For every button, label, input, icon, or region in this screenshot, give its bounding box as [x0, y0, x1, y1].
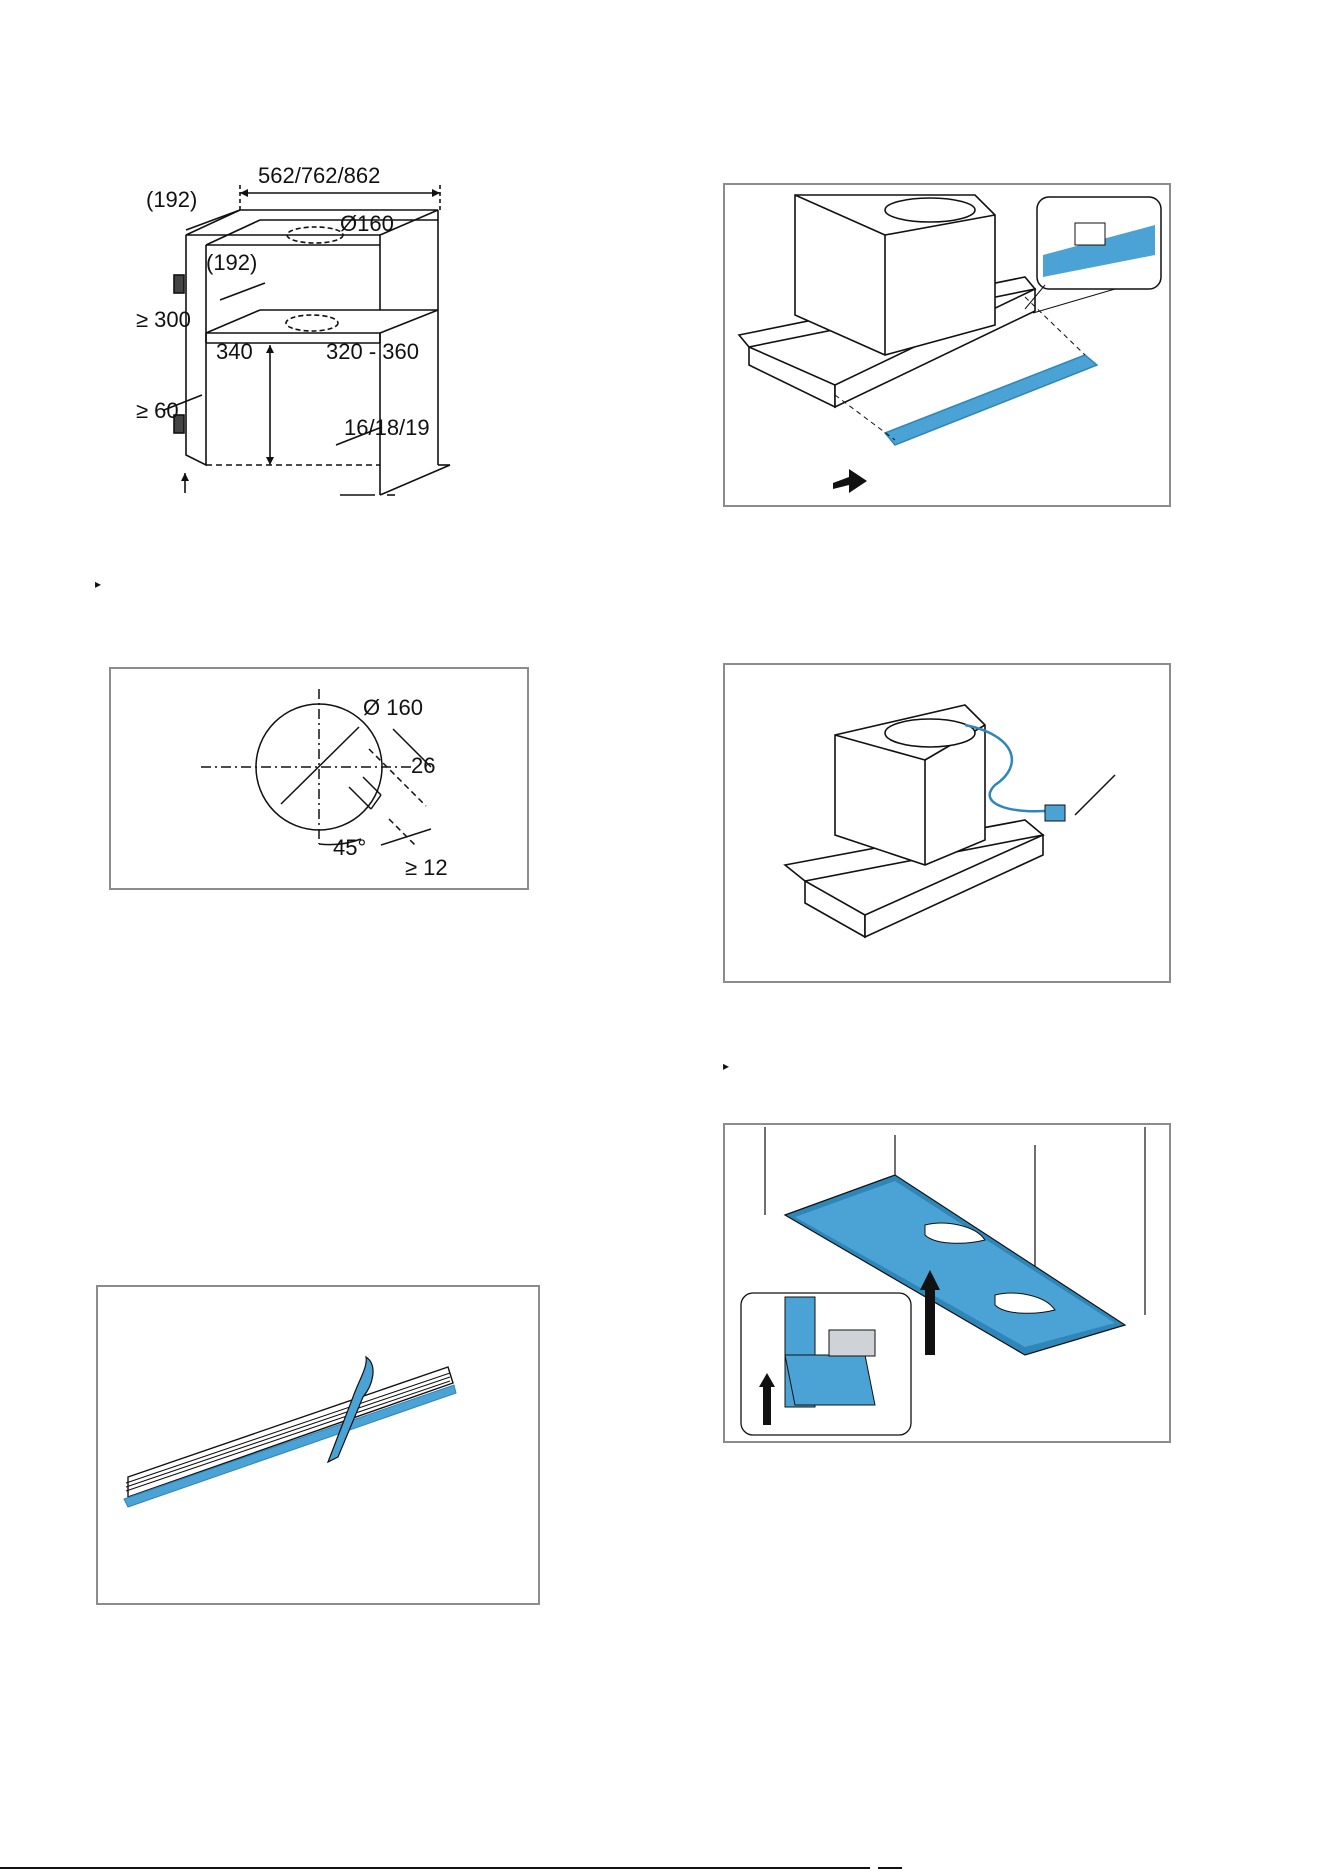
cabinet-panel-thickness-label: 16/18/19 [344, 415, 430, 440]
cutting-strip-drawing [98, 1287, 542, 1607]
cabinet-inner-height-label: 340 [216, 339, 253, 364]
cabinet-duct-diameter-label: Ø160 [340, 211, 394, 236]
cutout-diameter-label: Ø 160 [363, 695, 423, 720]
cabinet-min-height-label: ≥ 300 [136, 307, 191, 332]
push-arrow-icon [833, 469, 867, 493]
lift-filter-figure [723, 1123, 1171, 1443]
cutout-slot-length-label: ≥ 12 [405, 855, 448, 880]
cutting-strip-figure [96, 1285, 540, 1605]
cabinet-shelf-depth-label: (192) [206, 250, 257, 275]
cable-plug-drawing [725, 665, 1173, 985]
cutout-drawing: Ø 160 26 45° ≥ 12 [111, 669, 531, 892]
cabinet-dimension-figure: 562/762/862 (192) Ø160 (192) ≥ 300 340 3… [150, 175, 530, 515]
cabinet-width-label: 562/762/862 [258, 163, 380, 188]
footer-rule-left [0, 1867, 870, 1869]
cutout-template-figure: Ø 160 26 45° ≥ 12 [109, 667, 529, 890]
cutout-angle-label: 45° [333, 835, 366, 860]
cabinet-drawing: 562/762/862 (192) Ø160 (192) ≥ 300 340 3… [150, 175, 530, 515]
grease-strip-figure [723, 183, 1171, 507]
lift-detail-inset [741, 1293, 911, 1435]
step-bullet-2: ▸ [723, 1060, 729, 1072]
cutout-slot-width-label: 26 [411, 753, 435, 778]
cabinet-top-depth-label: (192) [146, 187, 197, 212]
cabinet-min-bottom-label: ≥ 60 [136, 398, 179, 423]
lift-filter-drawing [725, 1125, 1173, 1445]
step-bullet-1: ▸ [95, 578, 101, 590]
grease-strip-drawing [725, 185, 1173, 509]
detail-inset [1025, 197, 1161, 313]
cable-plug-figure [723, 663, 1171, 983]
cabinet-depth-range-label: 320 - 360 [326, 339, 419, 364]
footer-rule-right [878, 1867, 902, 1869]
